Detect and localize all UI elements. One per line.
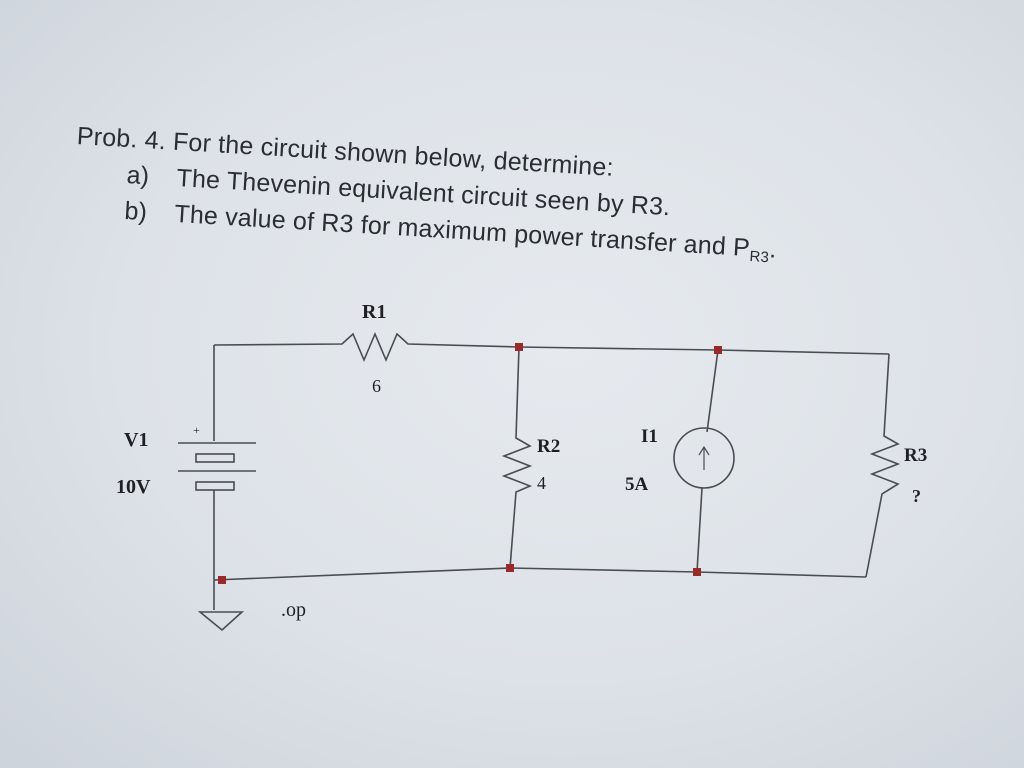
- r3-branch: [865, 353, 901, 578]
- r1-name: R1: [362, 301, 386, 323]
- r1-value: 6: [372, 376, 381, 396]
- i1-wire-bottom: [696, 487, 703, 573]
- op-directive: .op: [281, 599, 306, 621]
- bottom-wire: [213, 567, 867, 581]
- i1-wire-top: [706, 349, 719, 433]
- ground-symbol: [197, 611, 245, 632]
- current-source-i1: [673, 427, 735, 489]
- i1-value: 5A: [625, 474, 649, 495]
- v1-value: 10V: [116, 476, 151, 498]
- v1-polarity: +: [193, 423, 200, 437]
- r3-name: R3: [904, 445, 927, 466]
- node-markers: [218, 343, 722, 584]
- i1-name: I1: [641, 426, 658, 447]
- r2-value: 4: [537, 473, 546, 493]
- r2-branch: [501, 346, 533, 569]
- battery-v1-symbol: [178, 442, 256, 491]
- r2-name: R2: [537, 436, 560, 457]
- top-wire: [213, 331, 890, 363]
- r3-value: ?: [912, 486, 921, 506]
- v1-name: V1: [124, 429, 148, 451]
- current-source-arrow-icon: [698, 445, 710, 470]
